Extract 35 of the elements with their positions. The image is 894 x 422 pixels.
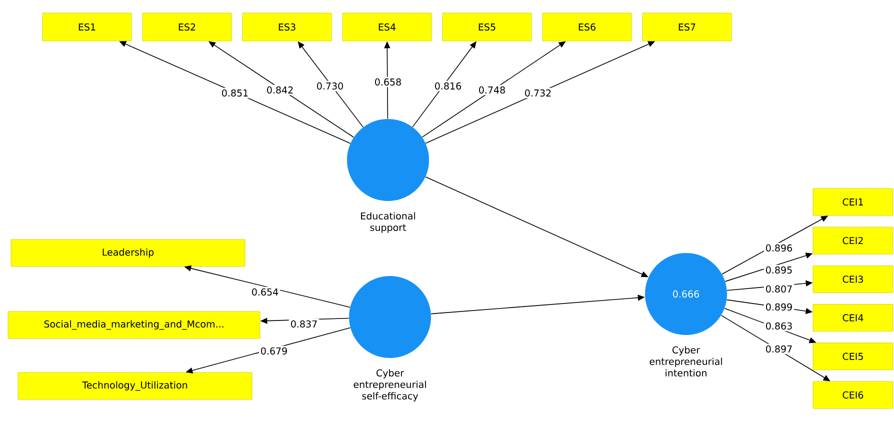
- edge-label: 0.732: [522, 88, 554, 98]
- edge-label: 0.842: [264, 84, 296, 96]
- indicator-box: ES3: [242, 12, 332, 42]
- indicator-box: Leadership: [10, 239, 246, 267]
- indicator-box: ES1: [42, 12, 132, 42]
- indicator-box: ES6: [542, 12, 632, 42]
- edge-label: 0.816: [432, 80, 464, 92]
- indicator-box: CEI5: [812, 342, 894, 370]
- indicator-box: Technology_Utilization: [18, 372, 252, 400]
- indicator-box: ES4: [342, 12, 432, 42]
- indicator-box: CEI1: [812, 188, 894, 216]
- edge-label: 0.748: [476, 84, 508, 96]
- edge-label: 0.658: [372, 76, 404, 88]
- edge-label: 0.679: [258, 346, 290, 356]
- construct-label: Cyber entrepreneurial intention: [650, 346, 722, 377]
- construct-label: Educational support: [361, 212, 416, 233]
- edge-label: 0.896: [764, 242, 794, 254]
- indicator-box: ES5: [442, 12, 532, 42]
- edge-label: 0.837: [288, 318, 320, 330]
- edge-label: 0.897: [764, 344, 794, 354]
- indicator-box: ES7: [642, 12, 732, 42]
- indicator-box: CEI6: [812, 381, 894, 409]
- edge-label: 0.807: [764, 284, 794, 294]
- indicator-box: CEI3: [812, 266, 894, 293]
- indicator-box: CEI4: [812, 304, 894, 332]
- edge-label: 0.654: [250, 286, 280, 298]
- indicator-box: Social_media_marketing_and_Mcom...: [8, 311, 260, 339]
- construct-label: Cyber entrepreneurial self-efficacy: [354, 369, 426, 402]
- indicator-box: CEI2: [812, 226, 894, 254]
- edge-label: 0.730: [314, 80, 346, 92]
- edge-label: 0.863: [764, 320, 794, 332]
- edge-label: 0.851: [220, 88, 250, 98]
- edge-label: 0.895: [764, 264, 794, 276]
- indicator-box: ES2: [142, 12, 232, 42]
- edge-label: 0.899: [764, 302, 794, 312]
